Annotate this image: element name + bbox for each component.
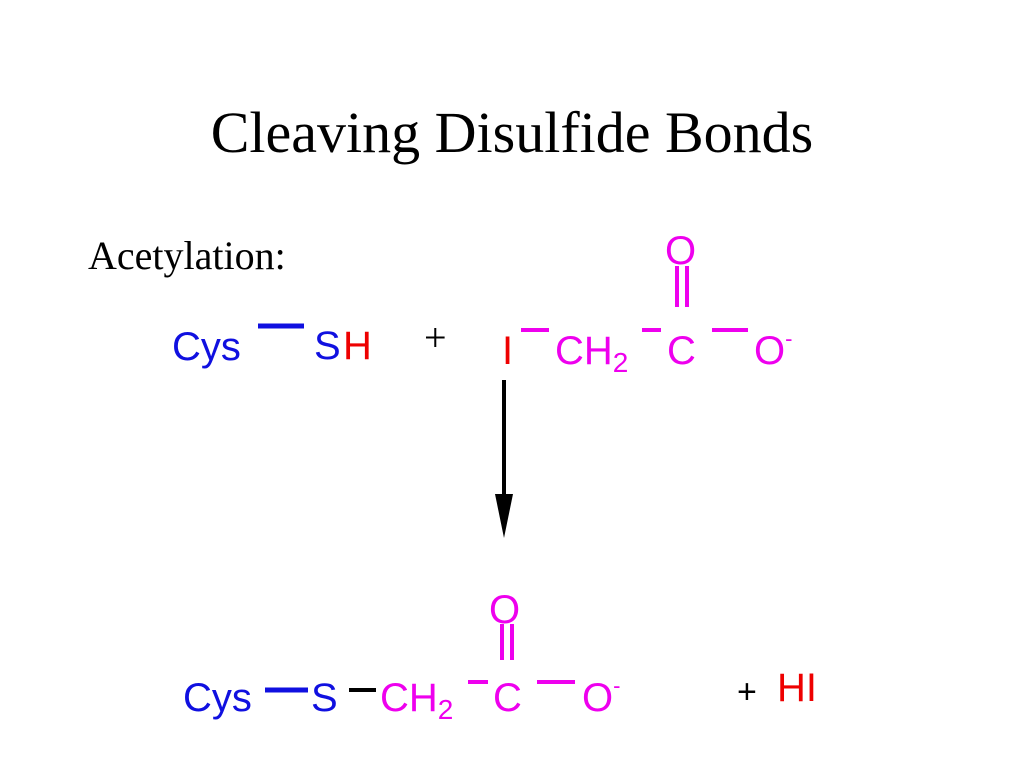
product-sulfur-label: S	[311, 676, 338, 720]
product-plus-sign: +	[737, 673, 757, 711]
product-carboxylate-charge: -	[613, 673, 621, 698]
section-label: Acetylation:	[88, 233, 286, 278]
carboxylate-oxygen-label: O	[754, 329, 786, 373]
product-methylene-subscript: 2	[437, 694, 454, 725]
product-methylene-ch-label: CH	[380, 676, 438, 720]
iodine-label: I	[502, 329, 514, 373]
reactant-hydrogen-label: H	[343, 324, 372, 368]
methylene-ch-label: CH	[555, 329, 613, 373]
reactant-sulfur-label: S	[314, 324, 341, 368]
product-methylene-group: CH2	[380, 676, 453, 724]
product-carbonyl-carbon-label: C	[493, 676, 522, 720]
methylene-subscript: 2	[612, 347, 629, 378]
methylene-group: CH2	[555, 329, 628, 377]
reaction-arrow-head	[495, 494, 513, 538]
carboxylate-charge: -	[785, 326, 793, 351]
hydrogen-iodide-label: HI	[777, 666, 817, 710]
slide-title: Cleaving Disulfide Bonds	[210, 100, 814, 165]
carboxylate-oxygen-group: O-	[754, 328, 792, 373]
carbonyl-oxygen-label: O	[665, 229, 697, 273]
product-carbonyl-oxygen-label: O	[489, 588, 521, 632]
product-cys-label: Cys	[183, 676, 252, 720]
product-carboxylate-oxygen-label: O	[582, 676, 614, 720]
carbonyl-carbon-label: C	[667, 329, 696, 373]
product-carboxylate-oxygen-group: O-	[582, 675, 620, 720]
reactant-plus-sign: +	[424, 315, 447, 360]
reactant-cys-label: Cys	[172, 325, 241, 369]
